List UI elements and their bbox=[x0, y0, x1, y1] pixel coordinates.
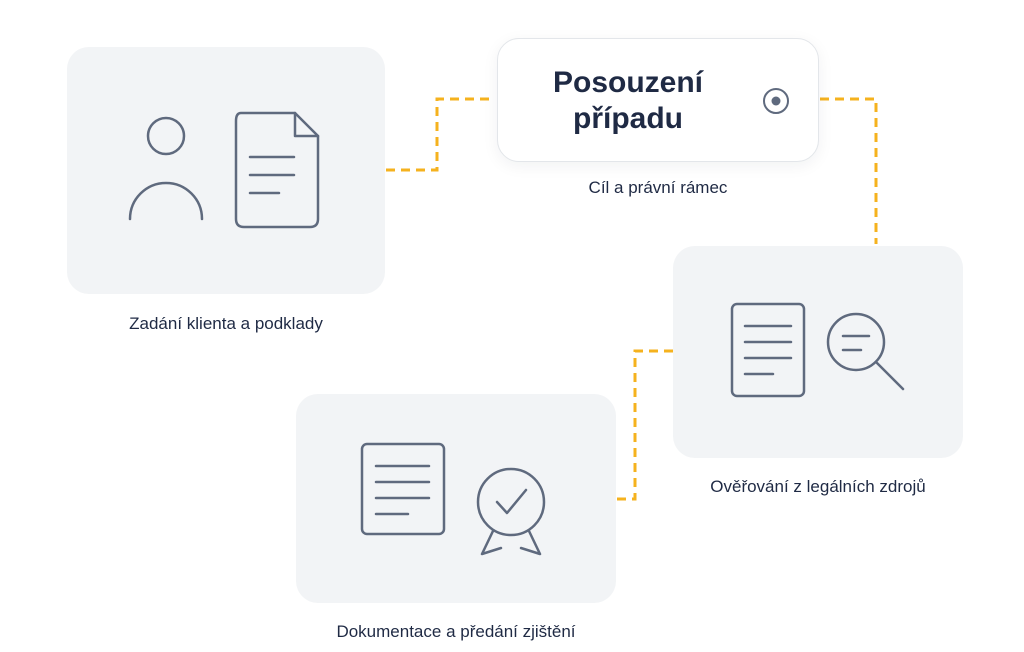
connector-assessment-to-verification bbox=[820, 97, 878, 244]
step-label-verification: Ověřování z legálních zdrojů bbox=[710, 477, 926, 496]
step-card-client-intake bbox=[67, 47, 385, 294]
step-label-client-intake: Zadání klienta a podklady bbox=[129, 314, 323, 333]
step-card-documentation bbox=[296, 394, 616, 603]
step-label-documentation: Dokumentace a předání zjištění bbox=[336, 622, 576, 641]
main-title: Posouzení případu bbox=[552, 66, 703, 135]
main-caption: Cíl a právní rámec bbox=[588, 178, 728, 197]
document-icon bbox=[234, 111, 320, 229]
certificate-icon bbox=[476, 467, 546, 556]
target-icon bbox=[763, 88, 789, 114]
connector-intake-to-assessment bbox=[386, 97, 495, 172]
main-card-case-assessment[interactable]: Posouzení případu bbox=[497, 38, 819, 162]
document-icon bbox=[730, 302, 806, 398]
document-icon bbox=[360, 442, 446, 536]
person-icon bbox=[128, 116, 204, 221]
step-card-verification bbox=[673, 246, 963, 458]
magnifier-icon bbox=[826, 312, 905, 391]
connector-verification-to-documentation bbox=[617, 349, 673, 501]
